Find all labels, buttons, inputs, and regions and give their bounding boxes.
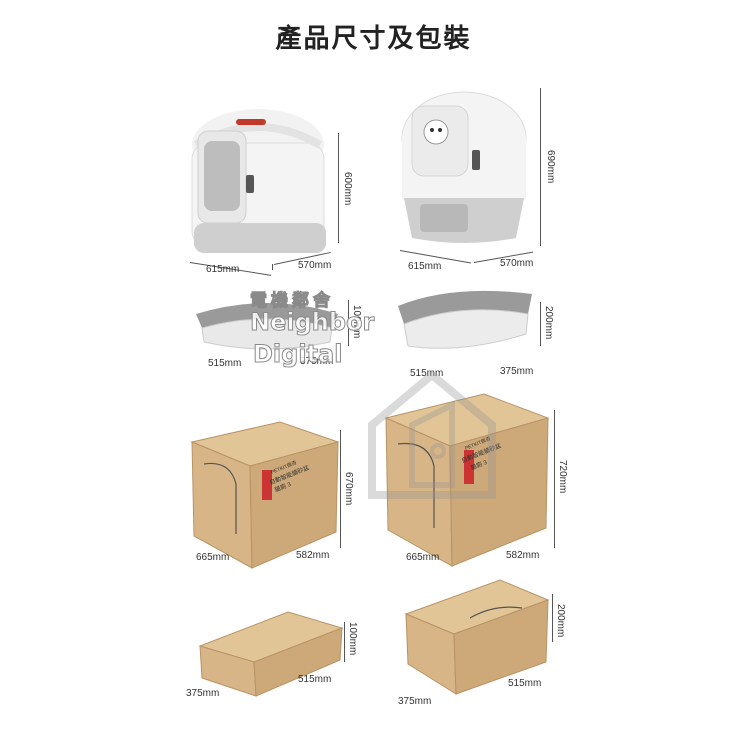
shipping-box-4-image: [404, 579, 550, 695]
shipping-box-2-image: [384, 393, 550, 567]
product2-depth-label: 570mm: [500, 258, 534, 269]
step2-width-label: 515mm: [410, 368, 444, 379]
page-title: 產品尺寸及包裝: [275, 24, 472, 54]
step-tray-image: [196, 303, 338, 350]
box1-depth-label: 582mm: [296, 550, 330, 561]
step-tray-tall-image: [398, 290, 532, 349]
litter-box-open-image: [191, 109, 326, 253]
step2-depth-label: 375mm: [500, 366, 534, 377]
house-logo-icon: [368, 369, 496, 499]
litter-box-closed-image: [401, 91, 527, 243]
box2-depth-label: 582mm: [506, 550, 540, 561]
watermark-neighbor: Neighbor: [249, 308, 375, 337]
box1-width-label: 665mm: [196, 552, 230, 563]
box4-height-label: 200mm: [555, 604, 566, 638]
step1-width-label: 515mm: [208, 358, 242, 369]
product1-width-label: 615mm: [206, 264, 240, 275]
box2-height-label: 720mm: [557, 460, 568, 494]
box4-width-label: 515mm: [508, 678, 542, 689]
watermark-chinese: 電機鄰舍: [250, 291, 334, 312]
box4-depth-label: 375mm: [398, 696, 432, 707]
box3-depth-label: 375mm: [186, 688, 220, 699]
product2-height-label: 690mm: [545, 150, 556, 184]
product1-height-label: 600mm: [342, 172, 353, 206]
shipping-box-1-image: [190, 421, 340, 569]
shipping-box-3-image: [198, 611, 344, 697]
product2-width-label: 615mm: [408, 261, 442, 272]
box1-height-label: 670mm: [343, 472, 354, 506]
box3-width-label: 515mm: [298, 674, 332, 685]
box2-width-label: 665mm: [406, 552, 440, 563]
product1-depth-label: 570mm: [298, 260, 332, 271]
step2-height-label: 200mm: [543, 306, 554, 340]
box3-height-label: 100mm: [347, 622, 358, 656]
step1-depth-label: 375mm: [300, 356, 334, 367]
watermark-digital: Digital: [252, 340, 343, 369]
